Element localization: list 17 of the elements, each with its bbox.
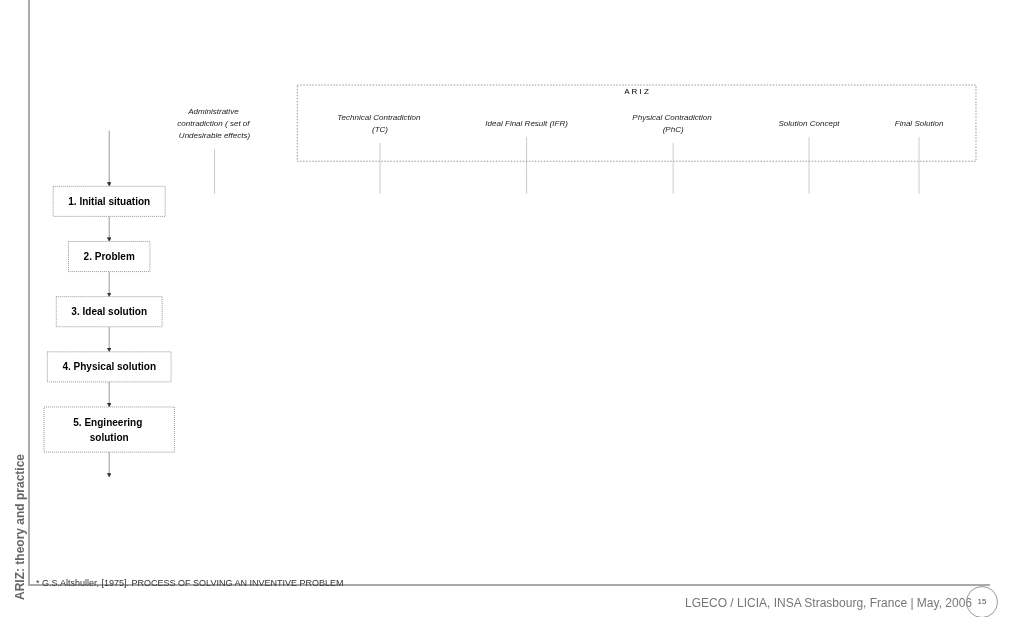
connector bbox=[672, 142, 674, 195]
node-text: Ideal Final Result (IFR) bbox=[485, 118, 568, 128]
footer-text: LGECO / LICIA, INSA Strasbourg, France | May, 2006 bbox=[685, 596, 972, 610]
node-box: 2. Problem bbox=[68, 241, 151, 273]
node-box: 1. Initial situation bbox=[52, 186, 166, 218]
node-box: 3. Ideal solution bbox=[56, 296, 163, 328]
node-text: Technical Contradiction (TC) bbox=[337, 112, 421, 134]
connector bbox=[214, 148, 215, 195]
node-text: Final Solution bbox=[894, 118, 944, 128]
reference-note: * G.S.Altshuller, [1975]. PROCESS OF SOLVING AN INVENTIVE PROBLEM bbox=[36, 578, 344, 588]
connector bbox=[526, 136, 527, 195]
node-box: 4. Physical solution bbox=[47, 351, 172, 383]
node-box: 5. Engineering solution bbox=[43, 407, 175, 453]
node-text: Administrative contradiction ( set of Undesirable effects) bbox=[177, 106, 251, 140]
node-text: Solution Concept bbox=[778, 118, 840, 128]
side-title: ARIZ: theory and practice bbox=[13, 453, 27, 602]
node-text: Physical Contradiction (PhC) bbox=[632, 112, 712, 134]
